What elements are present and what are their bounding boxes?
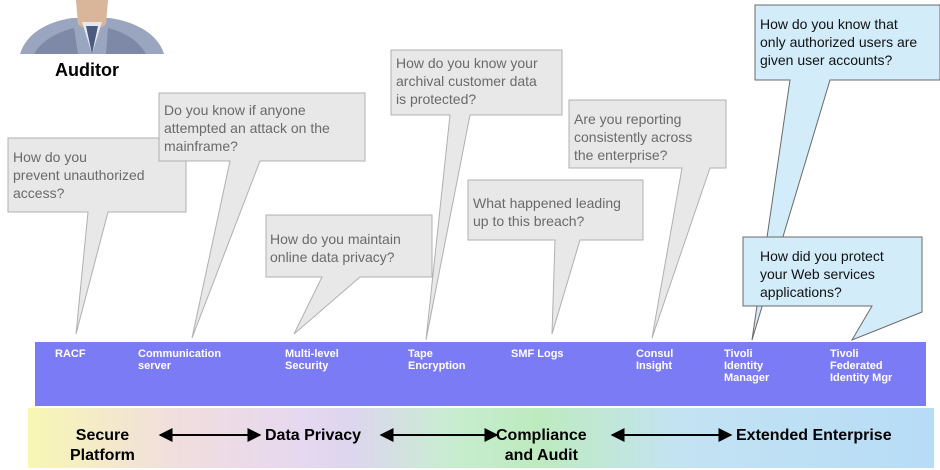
product-racf: RACF: [55, 348, 86, 360]
callout-bubble-privacy: [265, 214, 433, 335]
callout-bubble-breach: [467, 179, 644, 335]
auditor-photo: [12, 0, 168, 54]
category-extended-enterprise: Extended Enterprise: [736, 427, 892, 444]
callout-bubble-archival: [390, 49, 563, 341]
category-data-privacy: Data Privacy: [265, 427, 362, 444]
callout-bubble-webservices: [742, 236, 923, 342]
product-smf-logs: SMF Logs: [511, 348, 564, 360]
auditor-label: Auditor: [55, 60, 119, 80]
callout-bubble-accounts: [751, 4, 940, 341]
callout-bubble-reporting: [568, 99, 727, 339]
callout-bubble-attack: [158, 92, 366, 339]
